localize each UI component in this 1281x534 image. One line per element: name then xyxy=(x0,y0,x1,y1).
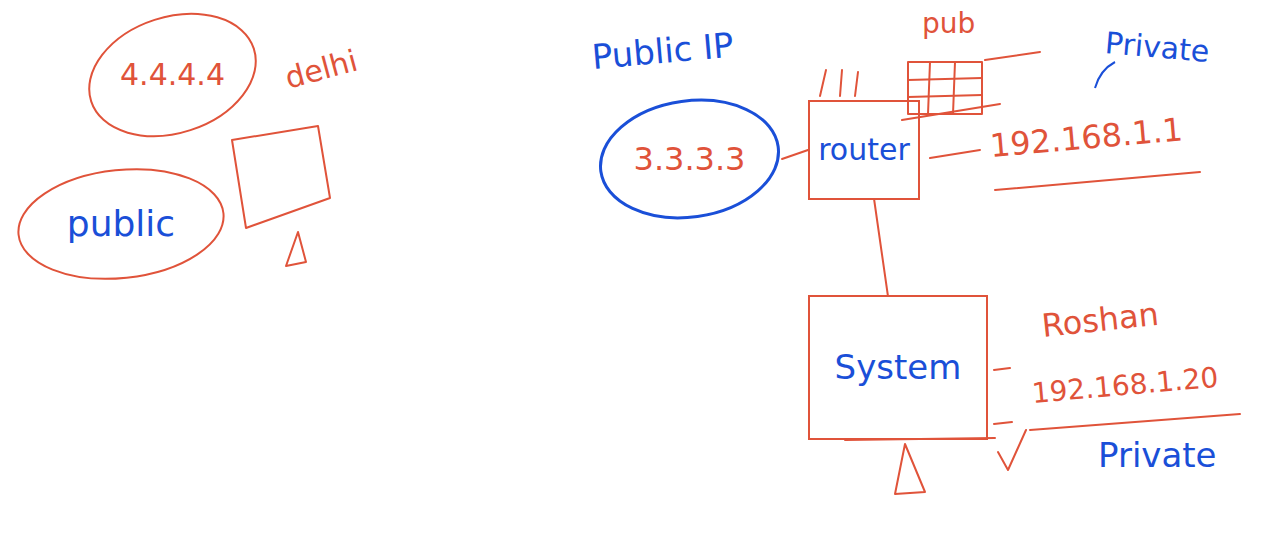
system-stand xyxy=(895,444,925,494)
ip-ellipse: 4.4.4.4 xyxy=(85,15,260,135)
monitor-stand xyxy=(286,232,306,266)
ip-address: 192.168.1.1 xyxy=(988,111,1184,165)
heading-note: Public IP xyxy=(590,26,735,77)
node-text: 3.3.3.3 xyxy=(634,141,746,178)
ip-ellipse: public xyxy=(16,168,226,280)
ip-address: 192.168.1.20 xyxy=(1031,362,1220,410)
pointer-stroke xyxy=(1095,62,1115,88)
system-box: System xyxy=(808,295,988,440)
node-text: router xyxy=(818,133,910,168)
monitor-screen xyxy=(232,126,330,228)
connector xyxy=(874,200,888,295)
router-box: router xyxy=(808,100,920,200)
ellipse-outline xyxy=(13,160,229,289)
user-name: Roshan xyxy=(1040,296,1160,345)
underline xyxy=(1030,414,1240,430)
connector xyxy=(782,150,808,159)
node-text: public xyxy=(67,203,175,244)
connector-line xyxy=(874,200,888,295)
leader-line xyxy=(930,150,980,158)
connector-line xyxy=(782,150,808,159)
location-note: delhi xyxy=(282,44,362,96)
ellipse-outline xyxy=(593,89,786,229)
ellipse-outline xyxy=(73,0,271,157)
note: pub xyxy=(922,8,975,40)
check-mark xyxy=(998,430,1026,470)
leader-line xyxy=(994,368,1010,370)
node-text: 4.4.4.4 xyxy=(120,58,225,93)
leader-line xyxy=(994,422,1012,424)
note: Private xyxy=(1098,436,1217,475)
antenna-strokes xyxy=(820,70,858,96)
node-text: System xyxy=(835,348,962,387)
note: Private xyxy=(1103,26,1210,69)
table-scribble xyxy=(902,52,1040,120)
ip-ellipse: 3.3.3.3 xyxy=(597,98,782,220)
underline xyxy=(995,172,1200,190)
